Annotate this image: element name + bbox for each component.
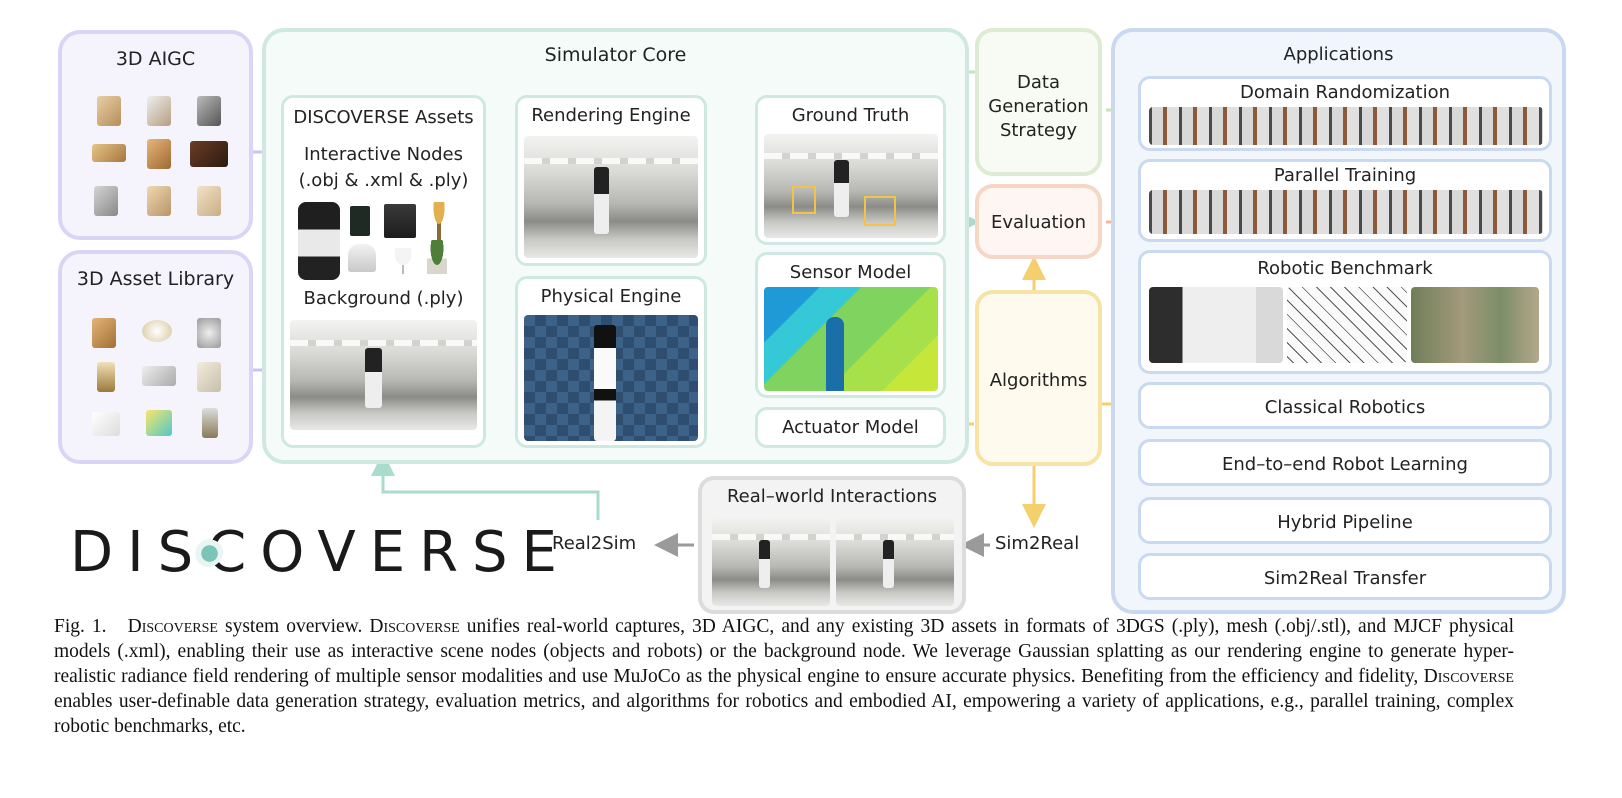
library-asset-icon <box>202 408 218 438</box>
library-asset-icon <box>146 410 172 436</box>
benchmark-kitchen-image <box>1149 287 1283 363</box>
sensor-model-title: Sensor Model <box>789 262 912 283</box>
algorithms-panel: Algorithms <box>975 290 1102 466</box>
background-scene-image <box>290 320 477 430</box>
asset-library-panel: 3D Asset Library <box>58 250 253 464</box>
hybrid-pipeline-title: Hybrid Pipeline <box>1277 512 1413 533</box>
stool-image <box>428 202 450 240</box>
data-generation-line3: Strategy <box>999 120 1078 141</box>
caption-part2: unifies real-world captures, 3D AIGC, an… <box>54 616 1514 687</box>
discoverse-logo: DISCOVERSE <box>70 522 557 584</box>
interactive-nodes-label: Interactive Nodes <box>303 144 464 165</box>
aigc-asset-icon <box>197 96 221 126</box>
plant-image <box>427 240 447 274</box>
classical-robotics-title: Classical Robotics <box>1264 397 1426 418</box>
benchmark-aerial-image <box>1411 287 1539 363</box>
sim2real-label: Sim2Real <box>995 533 1080 554</box>
domain-randomization-card: Domain Randomization <box>1138 76 1552 151</box>
logo-lens-icon <box>193 537 223 567</box>
aigc-asset-icon <box>197 186 221 216</box>
sim2real-transfer-title: Sim2Real Transfer <box>1263 568 1427 589</box>
actuator-model-card: Actuator Model <box>755 407 946 448</box>
bounding-box <box>792 186 816 214</box>
figure-caption: Fig. 1. Discoverse system overview. Disc… <box>54 614 1514 739</box>
end-to-end-card[interactable]: End–to–end Robot Learning <box>1138 439 1552 486</box>
background-label: Background (.ply) <box>303 288 464 309</box>
benchmark-pointcloud-image <box>1287 287 1407 363</box>
aigc-asset-icon <box>147 186 171 216</box>
parallel-training-title: Parallel Training <box>1273 165 1417 186</box>
caption-name: Discoverse <box>369 616 460 637</box>
caption-fig: Fig. 1. <box>54 616 107 637</box>
data-generation-line1: Data <box>1017 72 1060 93</box>
parallel-training-card: Parallel Training <box>1138 159 1552 242</box>
classical-robotics-card[interactable]: Classical Robotics <box>1138 382 1552 429</box>
real-world-image-1 <box>712 518 830 606</box>
actuator-model-title: Actuator Model <box>782 417 919 438</box>
domain-randomization-image <box>1149 107 1543 145</box>
physical-engine-title: Physical Engine <box>540 286 682 307</box>
sim2real-transfer-card[interactable]: Sim2Real Transfer <box>1138 553 1552 600</box>
aigc-asset-icon <box>147 96 171 126</box>
aigc-asset-icon <box>92 144 126 162</box>
simulated-robot-image <box>594 325 616 441</box>
library-asset-icon <box>197 318 221 348</box>
aigc-panel: 3D AIGC <box>58 30 253 240</box>
rendering-engine-card: Rendering Engine <box>515 95 707 266</box>
parallel-training-image <box>1149 190 1543 234</box>
physical-engine-image <box>524 315 698 441</box>
formats-label: (.obj & .xml & .ply) <box>298 170 469 191</box>
real2sim-label: Real2Sim <box>552 533 637 554</box>
table-image <box>388 248 418 274</box>
bounding-box <box>864 196 896 226</box>
aigc-asset-icon <box>94 186 118 216</box>
ground-truth-card: Ground Truth <box>755 95 946 245</box>
simulator-core-title: Simulator Core <box>544 44 687 66</box>
rendering-engine-title: Rendering Engine <box>531 105 691 126</box>
real-world-image-2 <box>836 518 954 606</box>
sensor-model-image <box>764 287 938 391</box>
library-asset-icon <box>92 318 116 348</box>
aigc-asset-icon <box>147 139 171 169</box>
aigc-asset-icon <box>190 141 228 167</box>
caption-name: Discoverse <box>1423 666 1514 687</box>
asset-library-title: 3D Asset Library <box>76 268 235 290</box>
discoverse-assets-card: DISCOVERSE Assets Interactive Nodes (.ob… <box>281 95 486 448</box>
evaluation-panel: Evaluation <box>975 184 1102 259</box>
data-generation-line2: Generation <box>988 96 1089 117</box>
hybrid-pipeline-card[interactable]: Hybrid Pipeline <box>1138 497 1552 544</box>
library-asset-icon <box>142 320 172 342</box>
logo-text: DISCOVERSE <box>70 520 571 585</box>
caption-part1: system overview. <box>217 616 370 637</box>
algorithms-title: Algorithms <box>989 370 1088 391</box>
library-asset-icon <box>142 366 176 386</box>
real-world-title: Real–world Interactions <box>726 486 938 507</box>
caption-name: Discoverse <box>127 616 218 637</box>
data-generation-panel: Data Generation Strategy <box>975 28 1102 176</box>
chair-image <box>348 244 376 272</box>
library-asset-icon <box>97 362 115 392</box>
robotic-benchmark-card: Robotic Benchmark <box>1138 250 1552 374</box>
ground-truth-title: Ground Truth <box>791 105 910 126</box>
rendering-engine-image <box>524 136 698 258</box>
caption-part3: enables user-definable data generation s… <box>54 691 1514 737</box>
aigc-title: 3D AIGC <box>115 48 196 70</box>
library-asset-icon <box>197 362 221 392</box>
physical-engine-card: Physical Engine <box>515 276 707 448</box>
library-asset-icon <box>92 412 120 436</box>
applications-title: Applications <box>1283 44 1394 65</box>
book-image <box>350 206 370 236</box>
assets-title: DISCOVERSE Assets <box>293 107 474 128</box>
end-to-end-title: End–to–end Robot Learning <box>1222 454 1468 475</box>
robotic-benchmark-title: Robotic Benchmark <box>1257 258 1433 279</box>
ground-truth-image <box>764 134 938 238</box>
dresser-image <box>384 204 416 238</box>
sensor-model-card: Sensor Model <box>755 252 946 398</box>
robot-arm-image <box>298 202 340 280</box>
evaluation-title: Evaluation <box>991 212 1086 233</box>
real-world-panel: Real–world Interactions <box>698 476 966 614</box>
robot-silhouette <box>826 317 844 391</box>
domain-randomization-title: Domain Randomization <box>1239 82 1451 103</box>
aigc-asset-icon <box>97 96 121 126</box>
